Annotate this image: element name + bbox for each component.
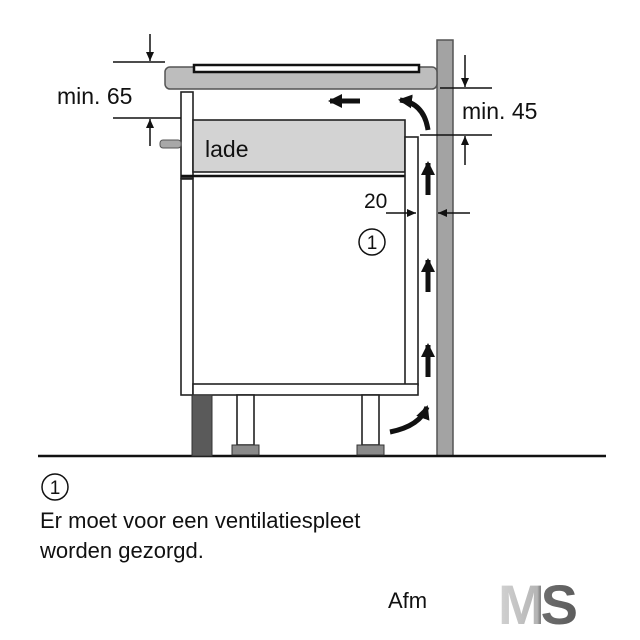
cabinet-bottom <box>192 383 419 396</box>
drawer-knob <box>159 139 182 149</box>
legend: 1 Er moet voor een ventilatiespleet word… <box>39 473 360 563</box>
wall <box>436 39 454 457</box>
watermark-logo: MS <box>498 573 577 636</box>
dimension-gap: 20 <box>364 190 470 217</box>
diagram-marker-number: 1 <box>367 233 378 254</box>
hob <box>192 63 421 74</box>
leg-foot-left <box>231 444 260 456</box>
cabinet-front-upper <box>180 91 194 179</box>
legend-marker-number: 1 <box>50 478 61 499</box>
drawer-label: lade <box>205 136 248 162</box>
dimension-label-gap: 20 <box>364 190 387 213</box>
airflow-arrow-curved-top <box>398 94 431 131</box>
plinth <box>191 394 213 457</box>
dimension-label-top-left: min. 65 <box>57 83 132 109</box>
legend-line-1: Er moet voor een ventilatiespleet <box>40 508 360 533</box>
dimension-top-left: min. 65 <box>57 34 181 146</box>
cabinet-back-panel <box>404 136 419 386</box>
leg-foot-right <box>356 444 385 456</box>
diagram-marker: 1 <box>358 228 386 256</box>
dimension-top-right: min. 45 <box>420 55 537 165</box>
legend-marker-circle <box>41 473 69 501</box>
footer-partial-text: Afm <box>388 588 427 613</box>
airflow-arrows <box>328 94 435 435</box>
leg-right <box>361 394 380 446</box>
drawer <box>192 119 406 173</box>
legend-line-2: worden gezorgd. <box>39 538 204 563</box>
leg-left <box>236 394 255 446</box>
dimension-label-top-right: min. 45 <box>462 98 537 124</box>
airflow-arrow-curved-bottom <box>389 405 430 435</box>
cabinet-side <box>180 178 194 396</box>
